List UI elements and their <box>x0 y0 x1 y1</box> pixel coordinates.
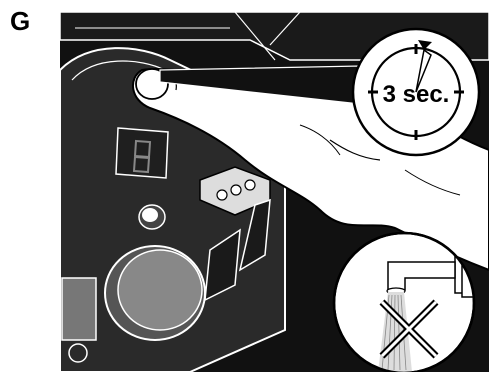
digital-display <box>116 128 168 178</box>
side-panel <box>62 278 96 340</box>
timer-label: 3 sec. <box>383 81 450 108</box>
small-button <box>139 205 165 229</box>
rotary-knob <box>105 246 205 340</box>
